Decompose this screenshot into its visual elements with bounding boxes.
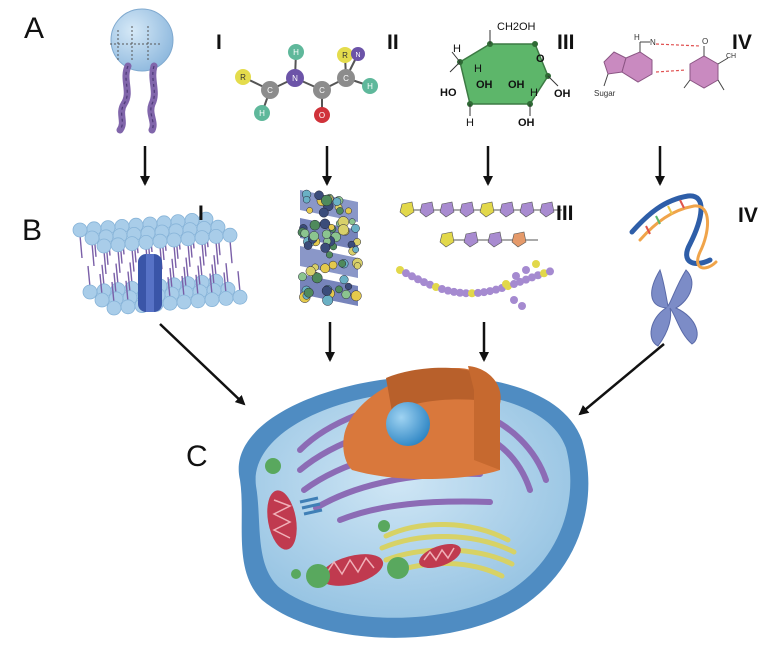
atom-r2: R <box>342 51 348 60</box>
glucose-oh-2: OH <box>508 79 525 91</box>
label-b-iv: IV <box>738 204 758 227</box>
label-b-iii: III <box>556 202 574 225</box>
row-label-b: B <box>22 214 43 247</box>
atom-h1: H <box>259 109 265 118</box>
base-pair-molecule: H N O CH Sugar <box>594 33 736 98</box>
arrows-a-to-b <box>140 146 665 186</box>
dna-helix <box>629 193 718 270</box>
glucose-ch2oh: CH2OH <box>497 21 536 33</box>
eukaryotic-cell <box>238 366 589 638</box>
phospholipid-molecule <box>110 8 174 134</box>
base-h: H <box>634 33 640 42</box>
atom-n2: N <box>355 52 360 59</box>
centriole <box>299 496 323 516</box>
arrows-b-to-c <box>159 322 665 416</box>
atom-r1: R <box>240 73 246 82</box>
chromosome <box>650 268 698 347</box>
atom-h2: H <box>293 48 299 57</box>
glucose-h-1: H <box>453 43 461 55</box>
label-a-iv: IV <box>732 31 752 54</box>
label-a-i: I <box>216 31 222 54</box>
glucose-molecule: CH2OH H H OH OH HO H O OH H OH <box>440 21 571 129</box>
glucose-oh-1: OH <box>476 79 493 91</box>
atom-o1: O <box>319 111 325 120</box>
glucose-h-2: H <box>474 63 482 75</box>
base-o: O <box>702 37 708 46</box>
mitochondria <box>267 490 461 586</box>
atom-h3: H <box>367 82 373 91</box>
glucose-oh-4: OH <box>518 117 535 129</box>
atom-n1: N <box>292 74 298 83</box>
base-ch: CH <box>726 53 736 60</box>
nucleolus <box>386 402 430 446</box>
label-b-i: I <box>198 202 204 225</box>
glucose-ho: HO <box>440 87 457 99</box>
row-label-a: A <box>24 12 45 45</box>
glucose-o: O <box>536 53 545 65</box>
label-a-ii: II <box>387 31 399 54</box>
glucose-h-3: H <box>530 87 538 99</box>
glucose-oh-3: OH <box>554 88 571 100</box>
vesicles <box>265 458 409 588</box>
lipid-bilayer <box>72 211 248 316</box>
row-label-c: C <box>186 440 208 473</box>
protein-helix <box>297 189 363 306</box>
base-sugar: Sugar <box>594 89 616 98</box>
atom-c3: C <box>343 74 349 83</box>
label-a-iii: III <box>557 31 575 54</box>
glucose-h-4: H <box>466 117 474 129</box>
base-n: N <box>650 38 656 47</box>
atom-c2: C <box>319 86 325 95</box>
peptide-atoms: R C H N H C O C R N H <box>235 44 378 123</box>
atom-c1: C <box>267 86 273 95</box>
polysaccharide <box>396 201 562 310</box>
